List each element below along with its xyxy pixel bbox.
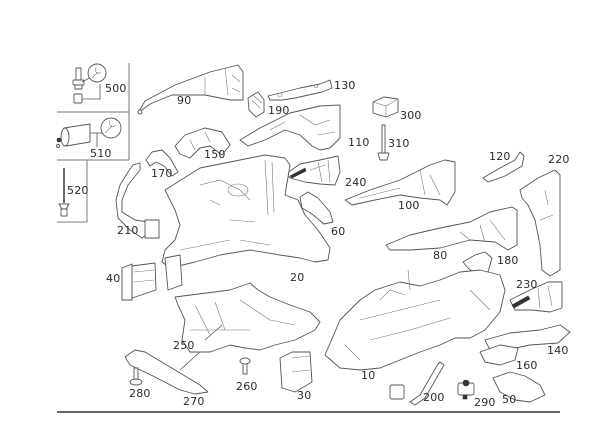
label-510: 510 bbox=[90, 147, 112, 160]
label-50: 50 bbox=[502, 393, 517, 406]
label-110: 110 bbox=[348, 136, 370, 149]
label-220: 220 bbox=[548, 153, 570, 166]
part-20-rail bbox=[164, 254, 183, 291]
part-120 bbox=[482, 151, 525, 183]
part-250 bbox=[174, 282, 321, 353]
rivet-icon bbox=[58, 168, 70, 217]
part-90 bbox=[137, 64, 244, 115]
part-10 bbox=[324, 269, 506, 371]
label-230: 230 bbox=[516, 278, 538, 291]
label-100: 100 bbox=[398, 199, 420, 212]
label-120: 120 bbox=[489, 150, 511, 163]
label-170: 170 bbox=[151, 167, 173, 180]
label-80: 80 bbox=[433, 249, 448, 262]
label-30: 30 bbox=[297, 389, 312, 402]
part-150 bbox=[174, 127, 231, 159]
label-520: 520 bbox=[67, 184, 89, 197]
part-230 bbox=[509, 281, 563, 313]
part-310 bbox=[377, 124, 390, 161]
part-60 bbox=[299, 191, 334, 225]
label-240: 240 bbox=[345, 176, 367, 189]
label-180: 180 bbox=[497, 254, 519, 267]
label-500: 500 bbox=[105, 82, 127, 95]
part-300 bbox=[372, 96, 399, 118]
label-40: 40 bbox=[106, 272, 121, 285]
label-90: 90 bbox=[177, 94, 192, 107]
part-200 bbox=[389, 361, 445, 406]
part-180 bbox=[462, 251, 493, 277]
label-10: 10 bbox=[361, 369, 376, 382]
label-190: 190 bbox=[268, 104, 290, 117]
label-150: 150 bbox=[204, 148, 226, 161]
label-60: 60 bbox=[331, 225, 346, 238]
part-210 bbox=[115, 162, 160, 239]
label-130: 130 bbox=[334, 79, 356, 92]
adhesive-tube-icon bbox=[56, 123, 103, 148]
part-290 bbox=[457, 379, 475, 400]
label-280: 280 bbox=[129, 387, 151, 400]
wrench-icon bbox=[100, 117, 122, 139]
part-130 bbox=[267, 79, 333, 101]
part-270 bbox=[124, 349, 209, 395]
part-30 bbox=[279, 351, 313, 393]
part-20 bbox=[161, 154, 331, 269]
label-140: 140 bbox=[547, 344, 569, 357]
part-40 bbox=[121, 262, 157, 301]
label-290: 290 bbox=[474, 396, 496, 409]
label-210: 210 bbox=[117, 224, 139, 237]
label-310: 310 bbox=[388, 137, 410, 150]
label-200: 200 bbox=[423, 391, 445, 404]
label-20: 20 bbox=[290, 271, 305, 284]
label-260: 260 bbox=[236, 380, 258, 393]
part-100 bbox=[344, 159, 456, 206]
part-160 bbox=[479, 344, 519, 366]
label-160: 160 bbox=[516, 359, 538, 372]
label-300: 300 bbox=[400, 109, 422, 122]
part-190 bbox=[247, 91, 265, 118]
wrench-icon bbox=[87, 63, 107, 83]
part-240 bbox=[285, 155, 341, 186]
label-250: 250 bbox=[173, 339, 195, 352]
part-110 bbox=[239, 104, 341, 151]
part-170 bbox=[145, 149, 179, 177]
part-280 bbox=[129, 367, 143, 386]
part-50 bbox=[492, 371, 546, 403]
label-270: 270 bbox=[183, 395, 205, 408]
part-260 bbox=[239, 357, 251, 375]
part-220 bbox=[519, 169, 561, 277]
part-80 bbox=[385, 206, 518, 251]
bolt-icon bbox=[72, 67, 101, 104]
legend-panel bbox=[57, 63, 130, 223]
